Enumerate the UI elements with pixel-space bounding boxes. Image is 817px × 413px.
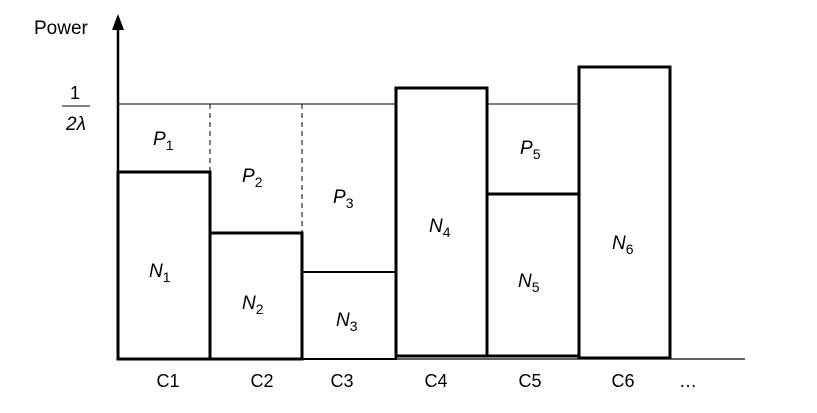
noise-label-c3: N3 <box>336 310 358 334</box>
level-denominator: 2λ <box>65 114 86 135</box>
channel-ellipsis: … <box>679 371 697 391</box>
noise-block-c2 <box>208 231 304 361</box>
noise-label-c5: N5 <box>518 271 540 295</box>
channel-label-c5: C5 <box>518 371 541 391</box>
channel-label-c3: C3 <box>330 371 353 391</box>
channel-label-c6: C6 <box>611 371 634 391</box>
noise-label-c1: N1 <box>149 261 171 285</box>
channel-label-c1: C1 <box>156 371 179 391</box>
noise-label-c4: N4 <box>429 216 451 240</box>
y-axis-arrow <box>112 14 124 30</box>
power-label-c1: P1 <box>153 129 174 153</box>
power-label-c3: P3 <box>333 187 354 211</box>
level-numerator: 1 <box>70 83 80 103</box>
power-label-c5: P5 <box>520 138 541 162</box>
noise-label-c6: N6 <box>612 233 634 257</box>
channel-label-c4: C4 <box>424 371 447 391</box>
noise-block-c5 <box>485 192 581 358</box>
noise-block-c6 <box>577 65 672 360</box>
y-axis-label: Power <box>34 18 89 39</box>
power-label-c2: P2 <box>242 166 263 190</box>
noise-label-c2: N2 <box>242 293 264 317</box>
channel-label-c2: C2 <box>250 371 273 391</box>
noise-block-c1 <box>116 170 212 361</box>
